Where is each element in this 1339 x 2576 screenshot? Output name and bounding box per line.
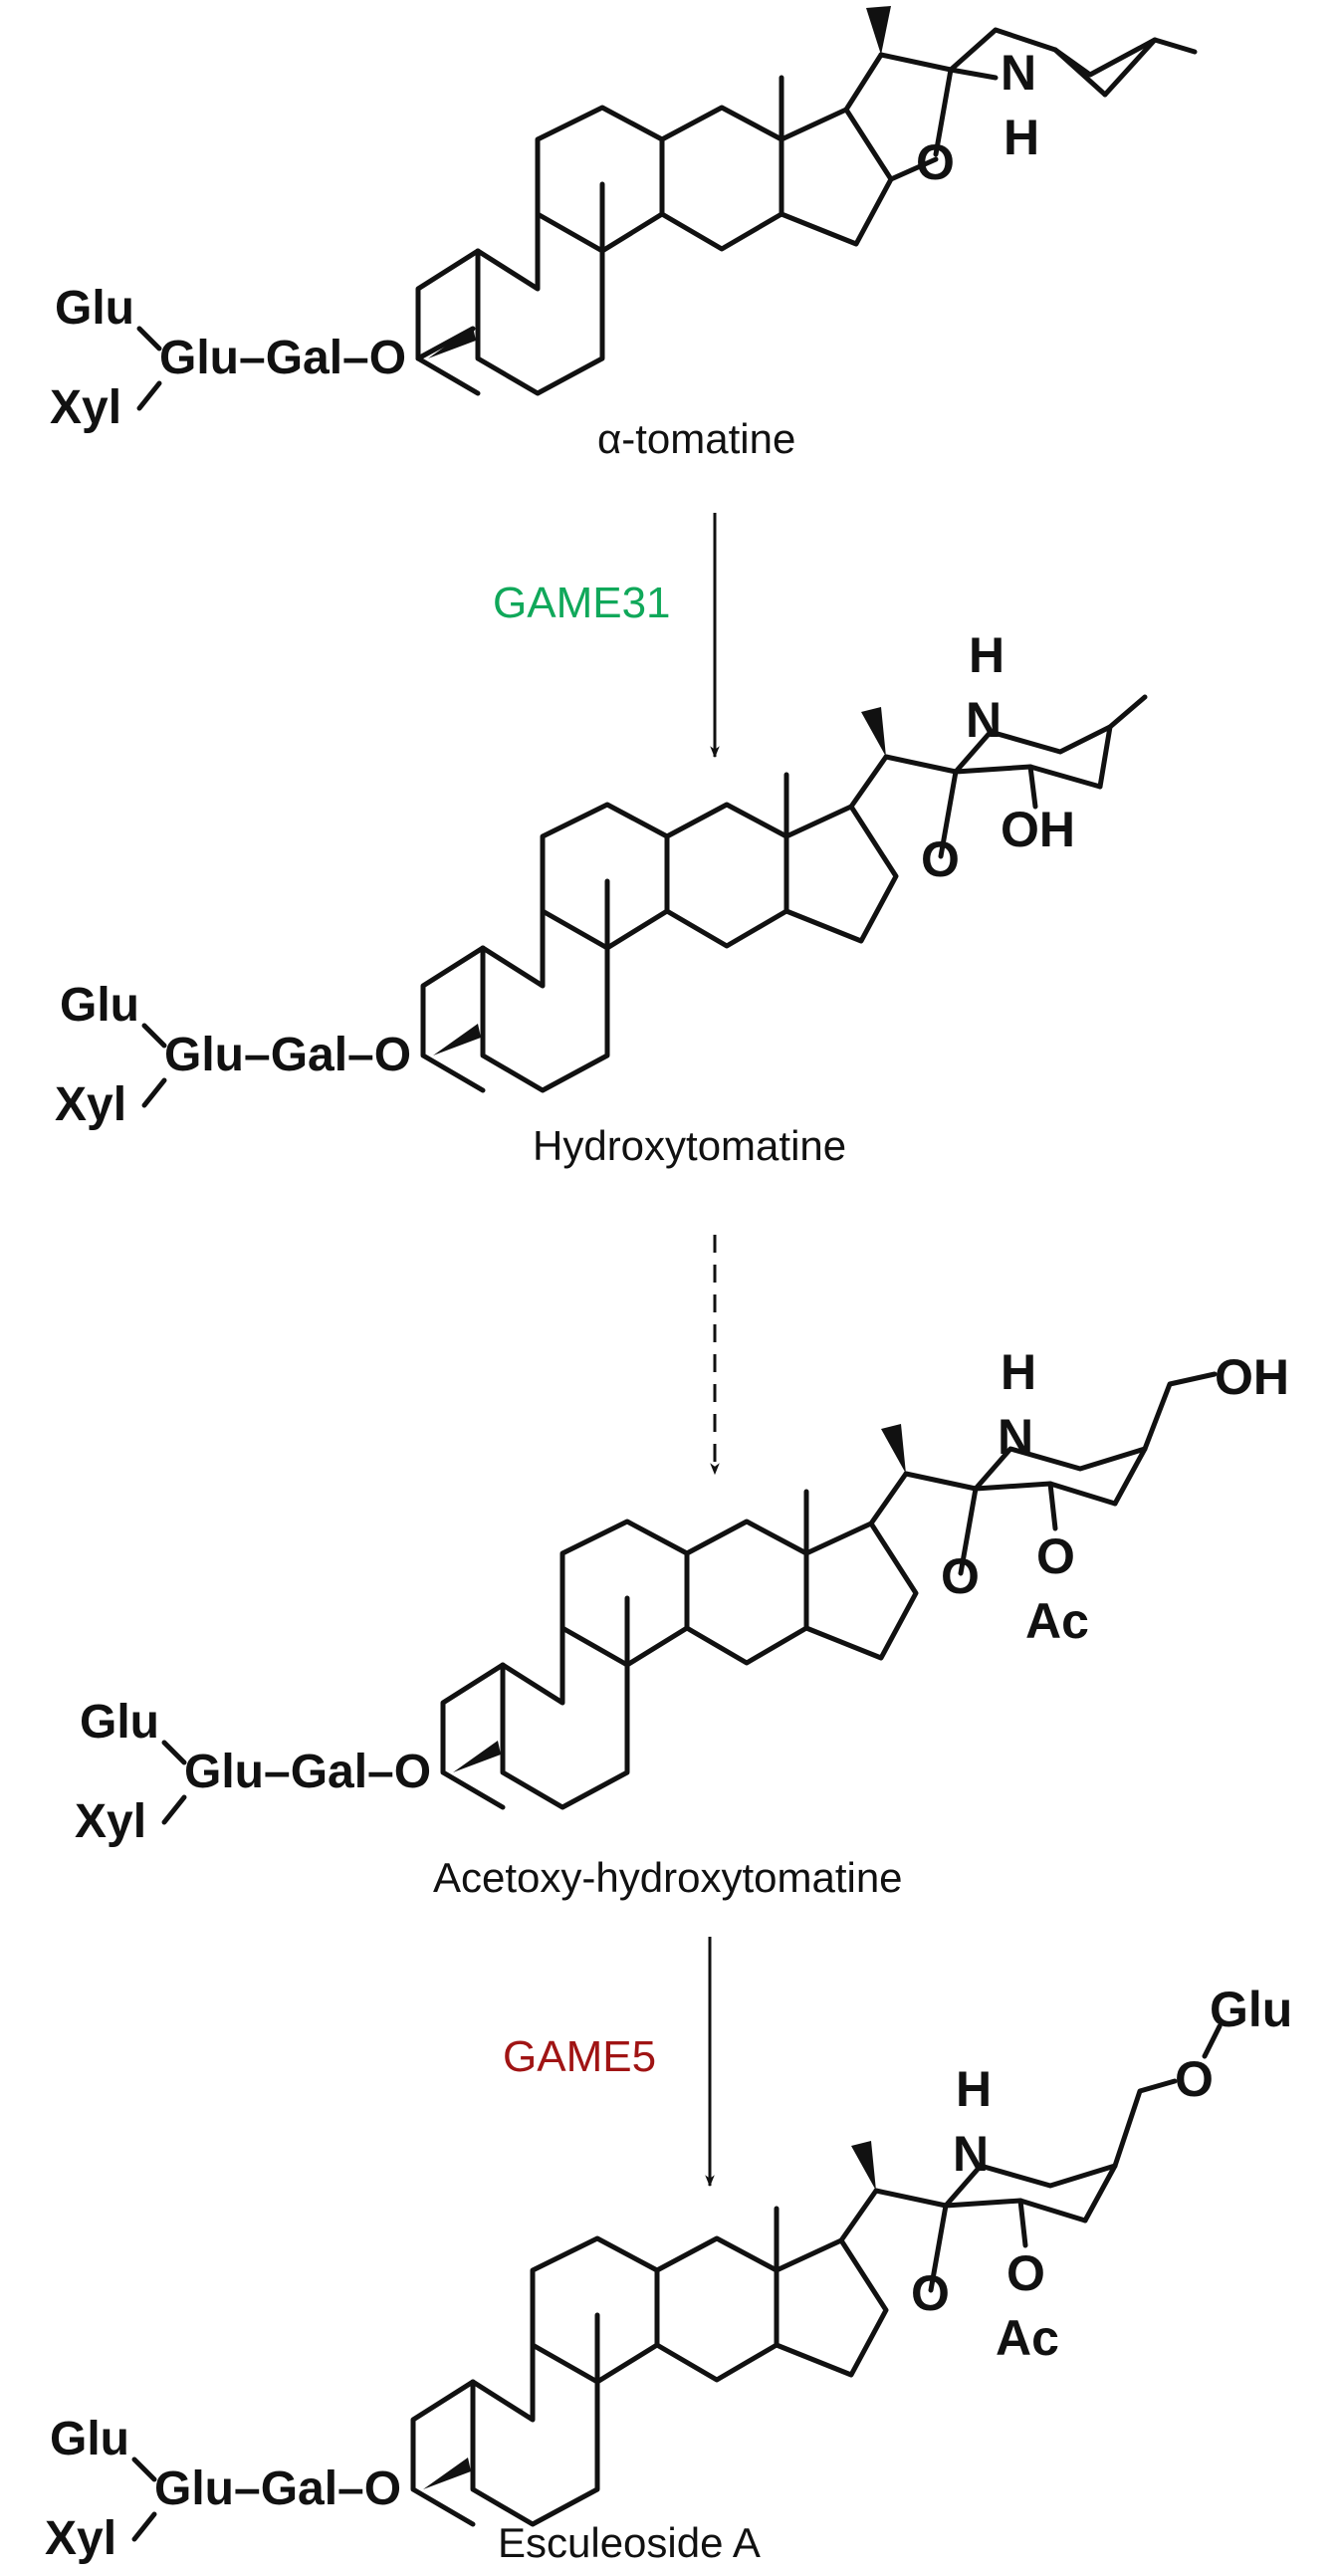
sugar-top: Glu bbox=[50, 2413, 129, 2465]
ring-oxygen: O bbox=[921, 831, 960, 887]
sugar-mid: Glu–Gal–O bbox=[184, 1746, 431, 1798]
steroid-skeleton bbox=[440, 1371, 1218, 1810]
steroid-skeleton bbox=[415, 6, 1198, 396]
compound-name: Hydroxytomatine bbox=[533, 1122, 846, 1169]
hydroxyl-group: OH bbox=[1001, 802, 1075, 857]
sugar-top: Glu bbox=[55, 282, 134, 335]
ring-oxygen: O bbox=[911, 2265, 950, 2321]
ring-oxygen: O bbox=[941, 1548, 980, 1604]
nitrogen: N bbox=[966, 692, 1002, 748]
compound-esculeoside-a: Glu Glu–Gal–O Xyl O H N O Ac O Glu Escul… bbox=[45, 1982, 1292, 2566]
sugar-mid: Glu–Gal–O bbox=[164, 1029, 411, 1081]
sugar-bottom: Xyl bbox=[75, 1795, 146, 1848]
nitrogen: N bbox=[998, 1409, 1033, 1465]
compound-hydroxytomatine: Glu Glu–Gal–O Xyl O H N OH Hydroxytomati… bbox=[55, 627, 1148, 1169]
hydroxymethyl-oh: OH bbox=[1215, 1349, 1289, 1405]
sugar-bottom: Xyl bbox=[50, 381, 121, 434]
acetyl-group: Ac bbox=[996, 2310, 1059, 2366]
compound-name: Acetoxy-hydroxytomatine bbox=[433, 1854, 903, 1901]
acetyl-group: Ac bbox=[1025, 1593, 1089, 1649]
compound-name: Esculeoside A bbox=[498, 2519, 761, 2566]
enzyme-label-game31: GAME31 bbox=[493, 579, 671, 627]
glucosyl-group: Glu bbox=[1210, 1982, 1292, 2037]
sugar-mid: Glu–Gal–O bbox=[159, 332, 406, 384]
nitrogen: N bbox=[1001, 45, 1036, 101]
hydrogen: H bbox=[1004, 110, 1039, 165]
hydrogen: H bbox=[969, 627, 1004, 683]
glucosyl-oxygen: O bbox=[1175, 2051, 1214, 2107]
compound-acetoxy-hydroxytomatine: Glu Glu–Gal–O Xyl O H N O Ac OH Acetoxy-… bbox=[75, 1344, 1289, 1901]
steroid-skeleton bbox=[410, 2023, 1223, 2527]
compound-name: α-tomatine bbox=[597, 415, 795, 462]
steroid-skeleton bbox=[420, 694, 1148, 1093]
reaction-step-3: GAME5 bbox=[503, 1937, 715, 2188]
sugar-mid: Glu–Gal–O bbox=[154, 2462, 401, 2515]
acetoxy-oxygen: O bbox=[1006, 2245, 1045, 2301]
sugar-bottom: Xyl bbox=[55, 1078, 126, 1131]
enzyme-label-game5: GAME5 bbox=[503, 2032, 656, 2081]
hydrogen: H bbox=[956, 2061, 992, 2117]
glycoside-label: Glu Glu–Gal–O Xyl bbox=[45, 2413, 471, 2565]
glycoside-label: Glu Glu–Gal–O Xyl bbox=[55, 979, 481, 1131]
sugar-top: Glu bbox=[60, 979, 139, 1032]
nitrogen: N bbox=[953, 2126, 989, 2182]
glycoside-label: Glu Glu–Gal–O Xyl bbox=[50, 282, 476, 434]
sugar-top: Glu bbox=[80, 1696, 159, 1749]
acetoxy-oxygen: O bbox=[1036, 1528, 1075, 1584]
glycoside-label: Glu Glu–Gal–O Xyl bbox=[75, 1696, 501, 1848]
compound-alpha-tomatine: Glu Glu–Gal–O Xyl O N H α-tomatine bbox=[50, 6, 1198, 462]
ring-oxygen: O bbox=[916, 134, 955, 190]
sugar-bottom: Xyl bbox=[45, 2512, 116, 2565]
hydrogen: H bbox=[1001, 1344, 1036, 1400]
reaction-step-1: GAME31 bbox=[493, 513, 720, 759]
